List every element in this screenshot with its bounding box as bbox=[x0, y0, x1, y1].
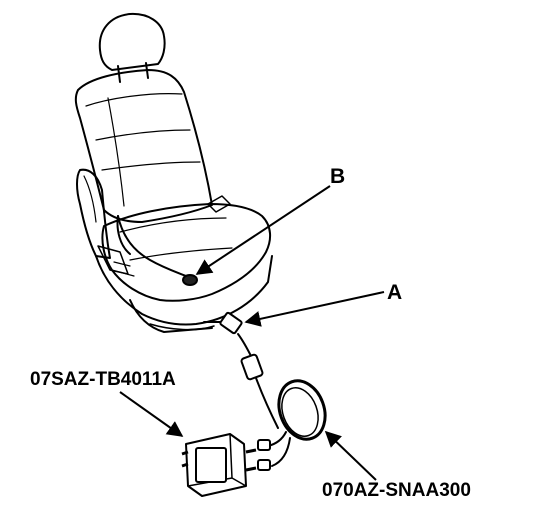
callout-label-b: B bbox=[330, 165, 346, 188]
callout-label-a: A bbox=[387, 281, 403, 304]
seat-base bbox=[95, 255, 273, 326]
side-bolster bbox=[76, 168, 111, 259]
arrow-b bbox=[195, 185, 331, 275]
car-seat bbox=[74, 12, 273, 333]
headrest bbox=[98, 12, 166, 71]
seat-sensor-harness bbox=[116, 215, 198, 286]
leader-arrows bbox=[119, 185, 385, 481]
inline-connector bbox=[240, 353, 264, 381]
arrow-a bbox=[244, 291, 385, 327]
arrow-tester bbox=[119, 391, 184, 437]
harness-cable bbox=[203, 311, 327, 471]
seat-cushion bbox=[101, 203, 272, 302]
connector-a bbox=[219, 311, 243, 335]
tester-screen bbox=[195, 447, 227, 483]
seat-backrest bbox=[74, 69, 213, 223]
tester-box bbox=[181, 433, 257, 497]
sensor-connector-b bbox=[182, 274, 198, 286]
arrow-harness bbox=[324, 430, 377, 481]
cable-coil bbox=[277, 379, 327, 441]
tester-part-number: 07SAZ-TB4011A bbox=[30, 369, 176, 390]
harness-part-number: 070AZ-SNAA300 bbox=[322, 480, 471, 501]
